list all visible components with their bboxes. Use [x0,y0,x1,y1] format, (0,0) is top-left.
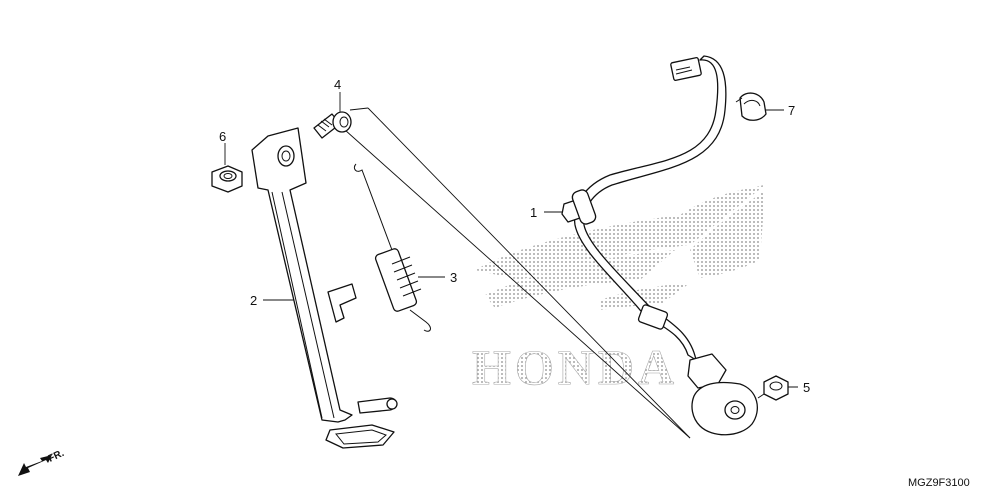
callout-5: 5 [803,380,810,395]
callout-6: 6 [219,129,226,144]
bolt-part-5 [757,375,789,401]
callout-4: 4 [334,77,341,92]
callout-7: 7 [788,103,795,118]
spring-part-3 [353,163,431,332]
diagram-code: MGZ9F3100 [908,477,970,489]
leader-lines [224,92,798,439]
callout-labels: 1 2 3 4 5 6 7 [219,77,810,395]
nut-part-6 [211,165,243,193]
honda-wing-watermark: HONDA [472,185,765,395]
bolt-part-4 [313,111,352,139]
callout-3: 3 [450,270,457,285]
honda-wordmark: HONDA [472,339,678,395]
callout-1: 1 [530,205,537,220]
front-direction-label: FR. [47,448,66,465]
side-stand-part [251,127,398,449]
clip-part-7 [735,92,767,121]
side-stand-switch-harness [561,55,758,436]
callout-2: 2 [250,293,257,308]
front-direction-arrow: FR. [18,448,66,476]
